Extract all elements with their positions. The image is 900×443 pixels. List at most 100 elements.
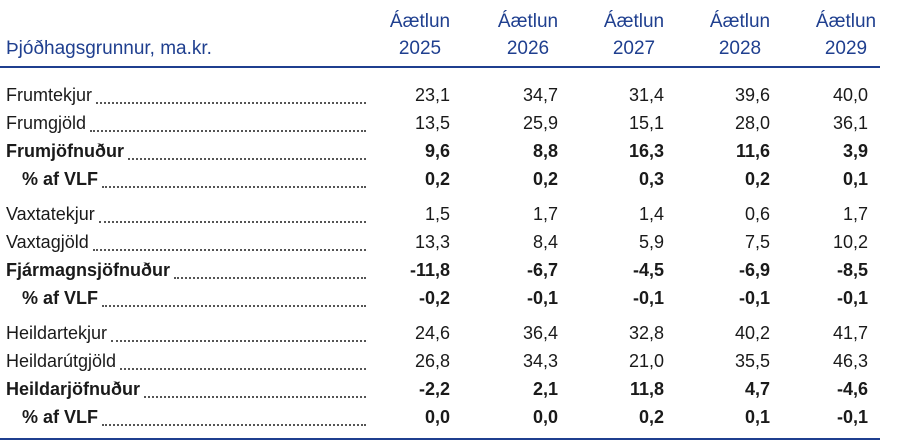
table-cell: -4,5	[632, 260, 664, 280]
table-cell: 46,3	[832, 351, 868, 371]
dot-leader	[174, 277, 366, 279]
table-cell: 40,0	[832, 85, 868, 105]
row-label: Heildartekjur	[6, 323, 108, 343]
dot-leader	[127, 158, 366, 160]
table-cell: 34,7	[522, 85, 558, 105]
table-cell: 0,0	[532, 407, 558, 427]
dot-leader	[144, 396, 366, 398]
table-cell: 41,7	[832, 323, 868, 343]
table-cell: -6,7	[526, 260, 558, 280]
row-label: Frumjöfnuður	[6, 141, 124, 161]
table-cell: 1,5	[424, 204, 450, 224]
row-label: % af VLF	[22, 169, 99, 189]
table-cell: -0,1	[738, 288, 770, 308]
table-cell: 11,6	[735, 141, 770, 161]
table-row: % af VLF -0,2 -0,1 -0,1 -0,1 -0,1	[0, 284, 900, 312]
table-row: Frumtekjur 23,1 34,7 31,4 39,6 40,0	[0, 81, 900, 109]
table-cell: -0,1	[632, 288, 664, 308]
table-cell: 21,0	[628, 351, 664, 371]
column-header-year: 2027	[612, 38, 656, 59]
table-cell: 0,1	[744, 407, 770, 427]
table-cell: 34,3	[522, 351, 558, 371]
table-cell: 11,8	[629, 379, 664, 399]
column-header-2026: Áætlun 2026	[478, 8, 578, 62]
column-header-line1: Áætlun	[603, 11, 665, 32]
table-cell: 0,2	[424, 169, 450, 189]
dot-leader	[90, 130, 366, 132]
column-header-line1: Áætlun	[815, 11, 877, 32]
row-label: Vaxtagjöld	[6, 232, 89, 252]
table-cell: -0,1	[836, 288, 868, 308]
header-divider	[0, 66, 880, 68]
row-label: Frumtekjur	[6, 85, 93, 105]
table-cell: 5,9	[638, 232, 664, 252]
row-label: % af VLF	[22, 407, 99, 427]
table-cell: 26,8	[414, 351, 450, 371]
dot-leader	[102, 186, 366, 188]
table-header: Þjóðhagsgrunnur, ma.kr. Áætlun 2025 Áætl…	[0, 0, 900, 64]
table-cell: 23,1	[414, 85, 450, 105]
table-row: Frumgjöld 13,5 25,9 15,1 28,0 36,1	[0, 109, 900, 137]
table-cell: 9,6	[424, 141, 450, 161]
table-row: Frumjöfnuður 9,6 8,8 16,3 11,6 3,9	[0, 137, 900, 165]
dot-leader	[102, 305, 366, 307]
table-cell: -6,9	[738, 260, 770, 280]
table-row: Heildartekjur 24,6 36,4 32,8 40,2 41,7	[0, 319, 900, 347]
table-cell: 36,1	[832, 113, 868, 133]
column-header-line1: Áætlun	[389, 11, 451, 32]
column-header-2027: Áætlun 2027	[584, 8, 684, 62]
table-cell: 1,7	[532, 204, 558, 224]
table-row: Heildarjöfnuður -2,2 2,1 11,8 4,7 -4,6	[0, 375, 900, 403]
table-cell: 8,4	[532, 232, 558, 252]
table-cell: 35,5	[734, 351, 770, 371]
column-header-2028: Áætlun 2028	[690, 8, 790, 62]
column-header-line1: Áætlun	[497, 11, 559, 32]
table-cell: 0,2	[744, 169, 770, 189]
table-cell: 25,9	[522, 113, 558, 133]
table-cell: 7,5	[744, 232, 770, 252]
table-cell: 2,1	[532, 379, 558, 399]
table-cell: 3,9	[842, 141, 868, 161]
table-cell: 39,6	[734, 85, 770, 105]
table-cell: 13,3	[414, 232, 450, 252]
table-cell: 28,0	[734, 113, 770, 133]
dot-leader	[92, 249, 366, 251]
column-header-year: 2028	[718, 38, 762, 59]
table-cell: -4,6	[836, 379, 868, 399]
table-row: % af VLF 0,0 0,0 0,2 0,1 -0,1	[0, 403, 900, 431]
table-cell: 1,7	[842, 204, 868, 224]
table-cell: 8,8	[532, 141, 558, 161]
row-label: Fjármagnsjöfnuður	[6, 260, 171, 280]
column-header-year: 2029	[824, 38, 868, 59]
column-header-2025: Áætlun 2025	[370, 8, 470, 62]
dot-leader	[111, 340, 366, 342]
table-cell: -2,2	[418, 379, 450, 399]
table-row: Vaxtagjöld 13,3 8,4 5,9 7,5 10,2	[0, 228, 900, 256]
table-cell: 0,3	[638, 169, 664, 189]
table-bottom-rule	[0, 438, 880, 440]
column-header-line1: Áætlun	[709, 11, 771, 32]
table-cell: -0,1	[526, 288, 558, 308]
table-cell: 31,4	[628, 85, 664, 105]
table-header-label: Þjóðhagsgrunnur, ma.kr.	[6, 38, 212, 59]
table-cell: 40,2	[734, 323, 770, 343]
column-header-year: 2026	[506, 38, 550, 59]
row-label: Vaxtatekjur	[6, 204, 95, 224]
row-label: Frumgjöld	[6, 113, 87, 133]
row-label: Heildarútgjöld	[6, 351, 117, 371]
table-cell: 36,4	[522, 323, 558, 343]
table-cell: 15,1	[628, 113, 664, 133]
dot-leader	[96, 102, 366, 104]
table-cell: 32,8	[628, 323, 664, 343]
table-cell: 0,0	[424, 407, 450, 427]
table-cell: 13,5	[414, 113, 450, 133]
table-cell: 0,1	[842, 169, 868, 189]
table-row: Heildarútgjöld 26,8 34,3 21,0 35,5 46,3	[0, 347, 900, 375]
table-cell: -0,1	[836, 407, 868, 427]
row-label: Heildarjöfnuður	[6, 379, 140, 399]
row-label: % af VLF	[22, 288, 99, 308]
dot-leader	[98, 221, 366, 223]
dot-leader	[120, 368, 366, 370]
table-cell: 16,3	[628, 141, 664, 161]
